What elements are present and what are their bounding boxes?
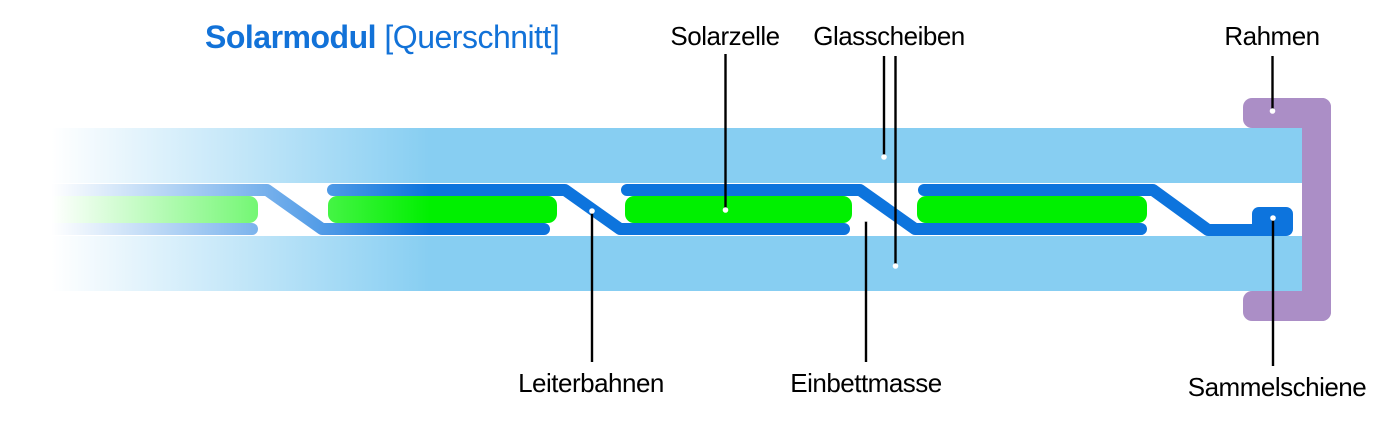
leader-lines xyxy=(589,54,1276,366)
solar-cell-4 xyxy=(917,196,1147,223)
conductor-path-4 xyxy=(918,184,1268,236)
title-main: Solarmodul xyxy=(205,19,377,55)
dot-sammelschiene xyxy=(1270,215,1276,221)
solar-cell-3 xyxy=(625,196,852,223)
label-rahmen: Rahmen xyxy=(1224,21,1320,51)
dot-einbettmasse xyxy=(863,216,869,222)
frame-bracket xyxy=(1243,98,1331,321)
label-einbettmasse: Einbettmasse xyxy=(790,368,942,398)
dot-glasscheiben-top xyxy=(881,154,887,160)
dot-rahmen xyxy=(1269,108,1276,114)
dot-leiterbahnen xyxy=(589,208,595,214)
frame-vertical-bar xyxy=(1302,98,1331,321)
left-fade-overlay xyxy=(0,115,430,305)
title-suffix: [Querschnitt] xyxy=(384,19,560,55)
dot-solarzelle xyxy=(722,207,729,213)
conductor-path-3 xyxy=(621,184,1147,235)
label-sammelschiene: Sammelschiene xyxy=(1187,372,1367,402)
label-leiterbahnen: Leiterbahnen xyxy=(518,368,664,398)
label-glasscheiben: Glasscheiben xyxy=(813,21,965,51)
page-title: Solarmodul [Querschnitt] xyxy=(205,19,560,55)
dot-glasscheiben-bottom xyxy=(892,263,899,269)
label-solarzelle: Solarzelle xyxy=(670,21,780,51)
